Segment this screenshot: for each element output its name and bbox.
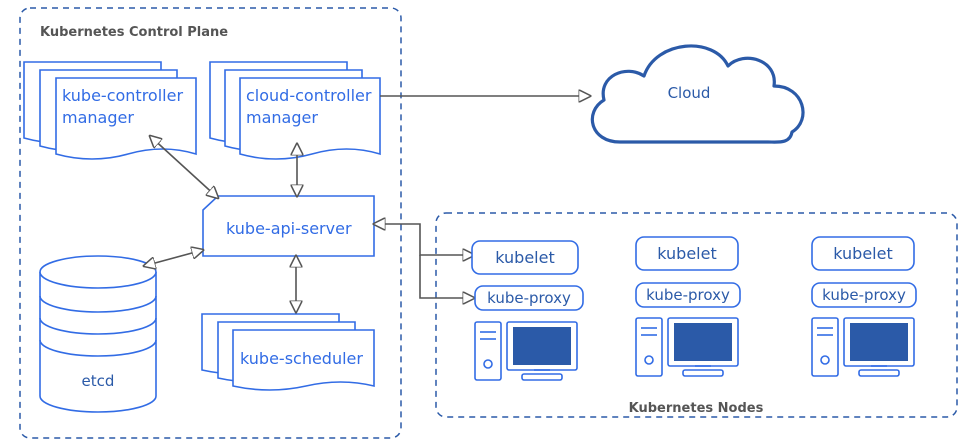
kubelet-label: kubelet bbox=[495, 248, 554, 267]
kube-proxy-label: kube-proxy bbox=[646, 286, 730, 304]
server-tower-icon bbox=[811, 317, 839, 377]
api-server: kube-api-server bbox=[202, 195, 375, 257]
kube-proxy-label: kube-proxy bbox=[487, 289, 571, 307]
kubelet-box bbox=[635, 236, 739, 271]
server-tower-icon bbox=[474, 321, 502, 381]
kubelet-box bbox=[471, 240, 579, 275]
node-1: kubelet kube-proxy bbox=[471, 240, 584, 381]
cloud-shape: Cloud bbox=[590, 44, 805, 144]
controller-manager-stack: kube-controller manager bbox=[23, 61, 197, 160]
kube-proxy-box bbox=[474, 285, 584, 311]
scheduler-stack: kube-scheduler bbox=[201, 313, 375, 391]
connector-api-to-kube-proxy bbox=[419, 255, 474, 298]
nodes-container bbox=[435, 212, 958, 418]
controller-manager-label-2: manager bbox=[62, 108, 134, 127]
etcd-label: etcd bbox=[82, 372, 115, 390]
api-server-label: kube-api-server bbox=[226, 219, 352, 238]
cloud-controller-manager-label-1: cloud-controller bbox=[246, 86, 372, 105]
node-2: kubelet kube-proxy bbox=[635, 236, 741, 377]
controller-manager-label-1: kube-controller bbox=[62, 86, 183, 105]
kubelet-label: kubelet bbox=[833, 244, 892, 263]
connector-etcd-to-api bbox=[144, 250, 203, 266]
kube-proxy-box bbox=[635, 282, 741, 308]
nodes-title: Kubernetes Nodes bbox=[629, 401, 764, 416]
etcd-cylinder: etcd bbox=[39, 255, 157, 413]
control-plane-title: Kubernetes Control Plane bbox=[40, 25, 228, 40]
connector-api-to-kubelet bbox=[374, 224, 474, 255]
server-tower-icon bbox=[635, 317, 663, 377]
cloud-label: Cloud bbox=[668, 84, 711, 102]
monitor-icon bbox=[667, 317, 739, 377]
kube-proxy-label: kube-proxy bbox=[822, 286, 906, 304]
kubelet-label: kubelet bbox=[657, 244, 716, 263]
kube-proxy-box bbox=[811, 282, 917, 308]
cloud-controller-manager-label-2: manager bbox=[246, 108, 318, 127]
control-plane-container bbox=[19, 7, 402, 439]
node-3: kubelet kube-proxy bbox=[811, 236, 917, 377]
monitor-icon bbox=[506, 321, 578, 381]
connector-controller-to-api bbox=[150, 136, 218, 198]
monitor-icon bbox=[843, 317, 915, 377]
scheduler-label: kube-scheduler bbox=[240, 349, 363, 368]
kubelet-box bbox=[811, 236, 915, 271]
cloud-controller-manager-stack: cloud-controller manager bbox=[209, 61, 381, 160]
